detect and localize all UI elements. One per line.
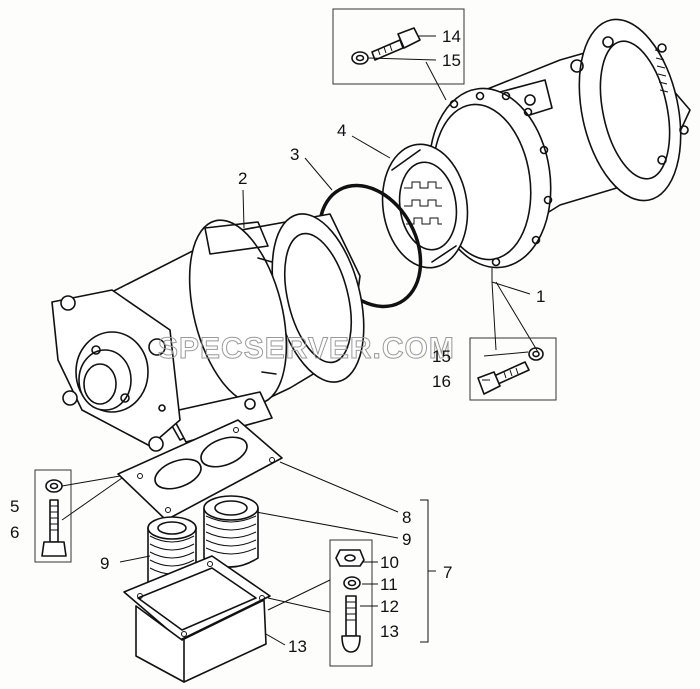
callout-labels: 1 2 3 4 5 6 7 8 9 9 10 11 12 13 13 14 15… <box>10 27 545 656</box>
callout-9-left: 9 <box>100 554 109 573</box>
callout-15-top: 15 <box>442 51 461 70</box>
callout-13-pan: 13 <box>288 637 307 656</box>
left-housing <box>51 213 365 452</box>
sump-pan <box>123 555 271 683</box>
fastener-box-top <box>332 8 465 85</box>
callout-15-bottom: 15 <box>432 347 451 366</box>
callout-16: 16 <box>432 372 451 391</box>
group-bracket-7 <box>420 499 436 643</box>
callout-12: 12 <box>380 597 399 616</box>
callout-1: 1 <box>536 287 545 306</box>
callout-8: 8 <box>402 508 411 527</box>
callout-11: 11 <box>380 575 398 594</box>
callout-4: 4 <box>337 121 346 140</box>
leader-lines <box>61 35 539 646</box>
callout-6: 6 <box>10 523 19 542</box>
callout-14: 14 <box>442 27 461 46</box>
fastener-box-bottom-right <box>469 337 557 401</box>
callout-5: 5 <box>10 497 19 516</box>
callout-3: 3 <box>290 145 299 164</box>
fastener-box-left <box>34 469 72 563</box>
fastener-box-bottom-center <box>329 539 373 667</box>
callout-7: 7 <box>443 563 452 582</box>
callout-10: 10 <box>380 553 399 572</box>
right-housing <box>381 18 691 269</box>
callout-2: 2 <box>238 169 247 188</box>
watermark: SPECSERVER.COM <box>158 332 455 365</box>
callout-13-right: 13 <box>380 622 399 641</box>
callout-9-right: 9 <box>402 530 411 549</box>
gasket <box>117 419 283 521</box>
